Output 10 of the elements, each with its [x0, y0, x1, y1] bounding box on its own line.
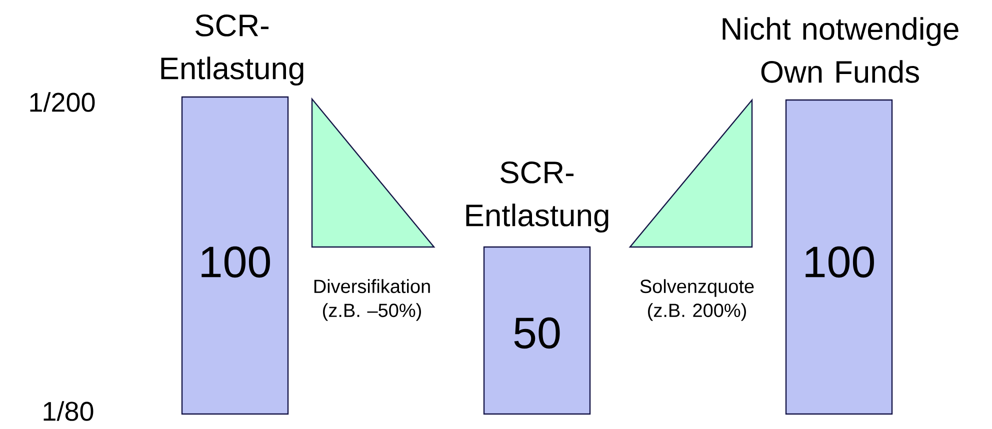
axis-label: 1/200 [30, 92, 95, 112]
caption: Diversifikation (z.B. –50%) [314, 279, 430, 321]
caption: Solvenzquote (z.B. 200%) [640, 279, 754, 321]
bar-heading: SCR- Entlastung [466, 161, 608, 233]
bar-value: 100 [806, 246, 874, 278]
bar-value: 100 [202, 246, 270, 278]
bar-heading: SCR- Entlastung [161, 14, 304, 86]
axis-label: 1/80 [44, 401, 94, 421]
bar-value: 50 [514, 317, 560, 349]
bar-heading: Nicht notwendige Own Funds [722, 17, 958, 83]
